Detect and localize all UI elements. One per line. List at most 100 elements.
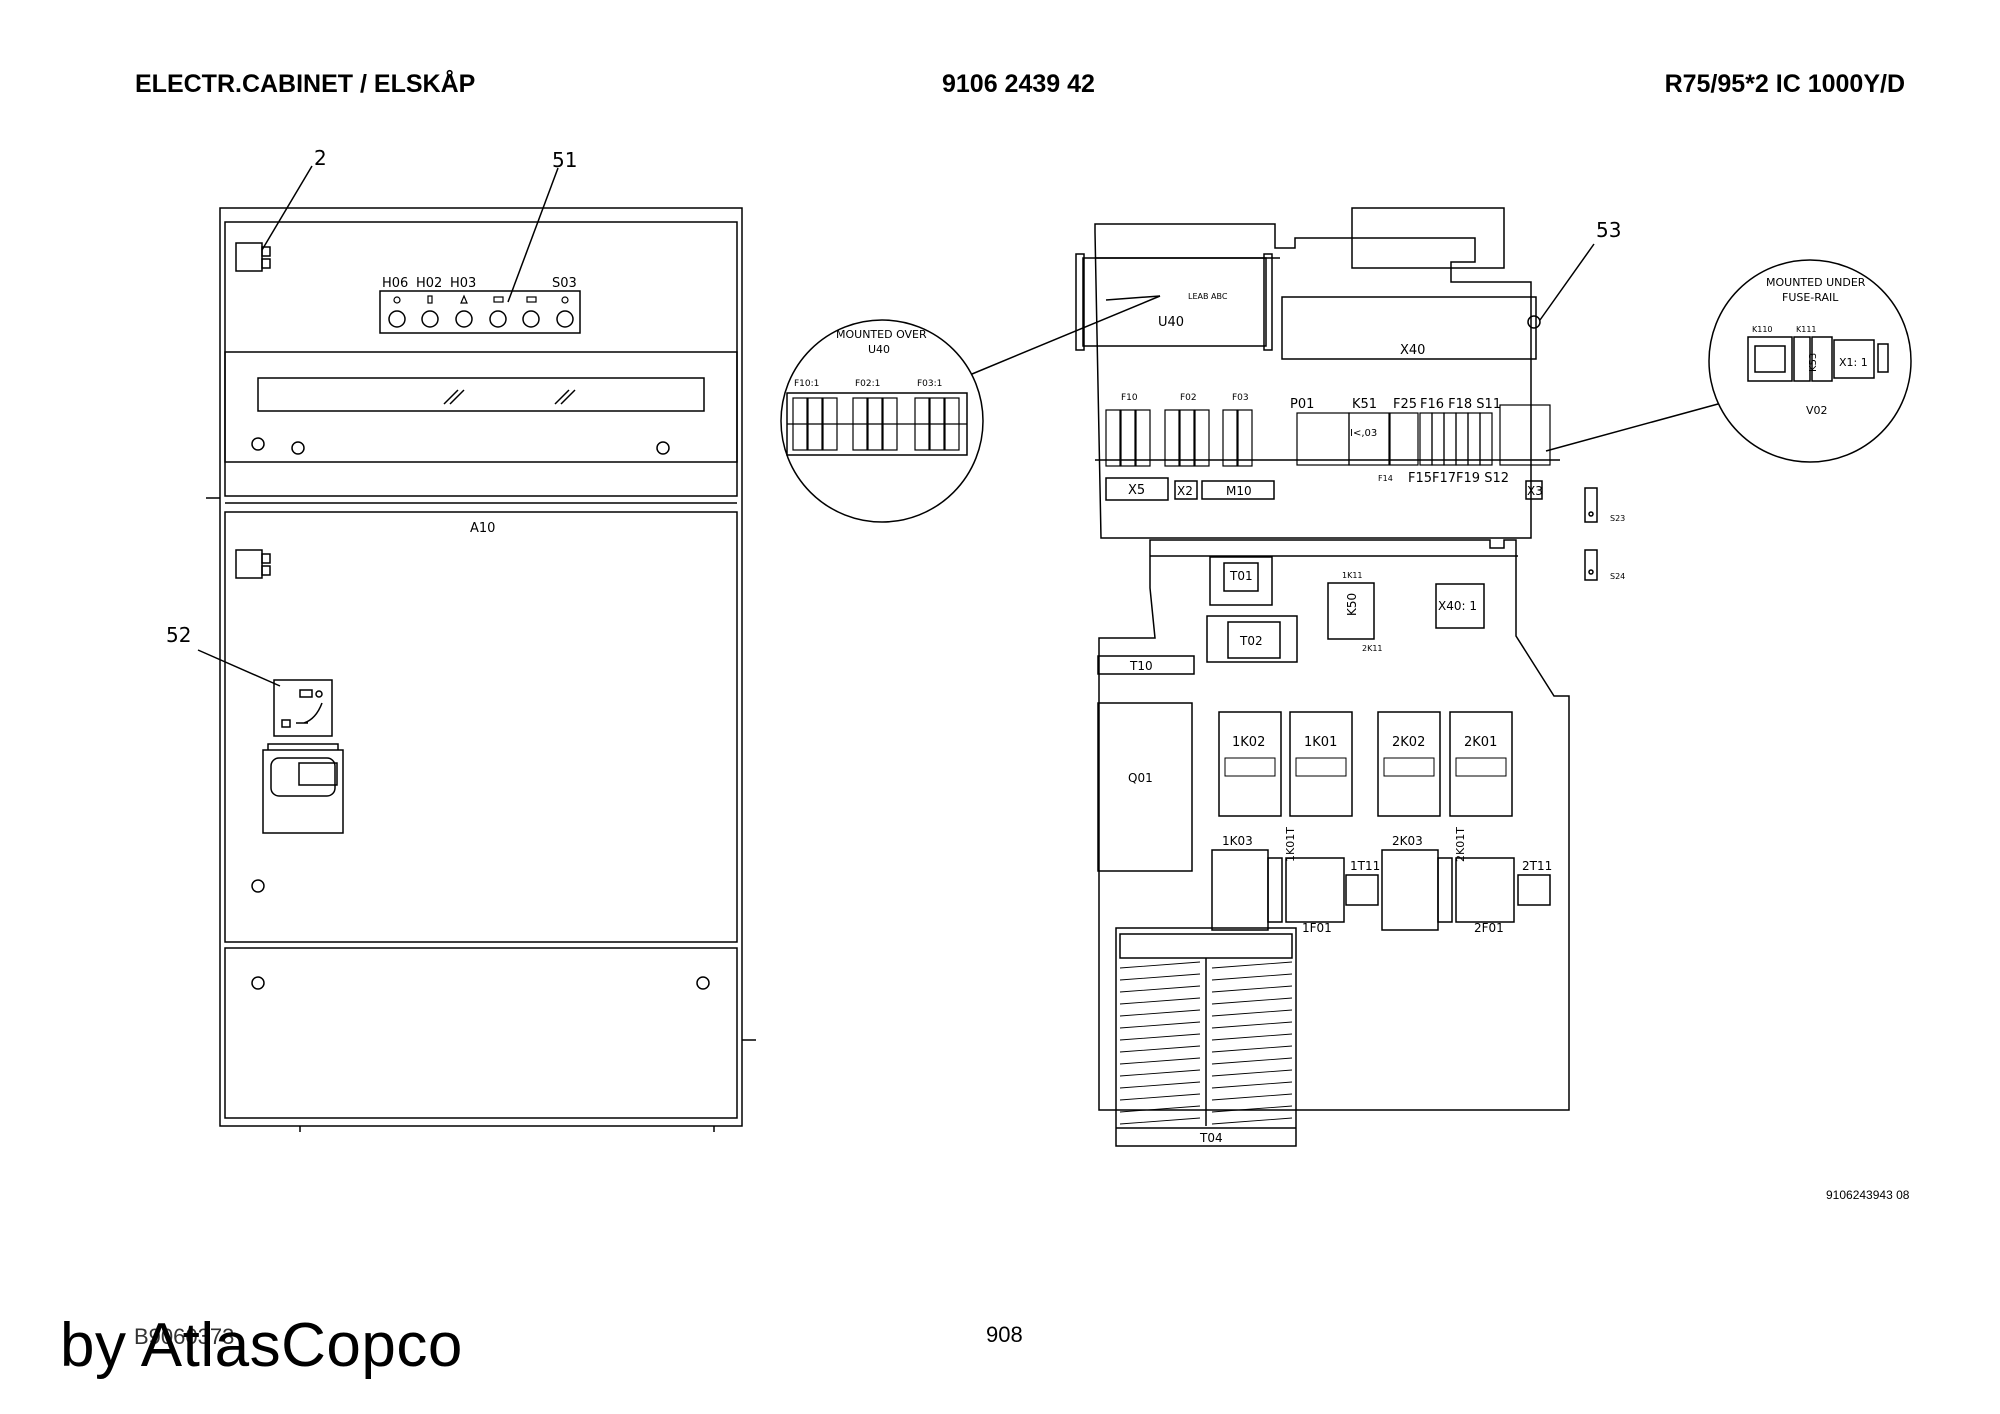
t02-label: T02 — [1239, 634, 1263, 648]
overload-2f01 — [1455, 857, 1515, 923]
bottom-panel-mounting-plate — [1097, 539, 1570, 1147]
detail-right-title2: FUSE-RAIL — [1782, 291, 1839, 304]
indicator-h03: H03 — [450, 276, 476, 291]
t04-label: T04 — [1199, 1131, 1223, 1145]
u40-label: U40 — [1158, 315, 1184, 330]
u40-unit — [1082, 257, 1267, 347]
k50-relays — [1327, 582, 1375, 640]
t02-transformer — [1206, 615, 1298, 663]
indicator-strip — [379, 290, 581, 334]
s24-label: S24 — [1610, 572, 1625, 581]
terminal-block — [1499, 404, 1551, 466]
callout-52: 52 — [166, 623, 191, 647]
t01-label: T01 — [1229, 569, 1253, 583]
display-window — [257, 377, 705, 412]
callout-53-target — [1527, 315, 1541, 329]
k51-value: I<,03 — [1350, 428, 1377, 439]
contactor-1k02 — [1218, 711, 1282, 817]
2k11-label: 2K11 — [1362, 644, 1383, 653]
t10-terminal — [1097, 655, 1195, 675]
fuse-f03-label: F03 — [1232, 393, 1249, 403]
x40-label: X40 — [1400, 343, 1425, 358]
detail-right-k53: K53 — [1808, 353, 1819, 372]
x3-label: X3 — [1527, 484, 1543, 498]
detail-mounted-under-fuse-rail — [1708, 259, 1912, 463]
t01-transformer — [1209, 556, 1273, 606]
detail-right-x1: X1: 1 — [1839, 356, 1868, 369]
x2-label: X2 — [1177, 484, 1193, 498]
detail-right-v02: V02 — [1806, 404, 1828, 417]
selector-52 — [273, 679, 333, 737]
header-part-number: 9106 2439 42 — [942, 70, 1095, 98]
f25-label: F25 — [1393, 397, 1417, 412]
detail-right-k110: K110 — [1752, 325, 1773, 334]
contactor-2k02 — [1377, 711, 1441, 817]
k51-relay — [1348, 412, 1390, 466]
detail-left-title1: MOUNTED OVER — [836, 328, 927, 341]
2f01-label: 2F01 — [1474, 921, 1504, 935]
fuse-f02-label: F02 — [1180, 393, 1197, 403]
latch-top — [235, 242, 263, 272]
f16-f18-s11-label: F16 F18 S11 — [1420, 397, 1501, 412]
indicator-h02: H02 — [416, 276, 442, 291]
callout-53: 53 — [1596, 218, 1621, 242]
2k01t-label: 2K01T — [1454, 827, 1467, 862]
1k01t-label: 1K01T — [1284, 827, 1297, 862]
contactor-2k03 — [1381, 849, 1439, 931]
q01-label: Q01 — [1128, 771, 1153, 785]
footer-code: B9060373 — [134, 1324, 235, 1349]
fuse-f10-label: F10 — [1121, 393, 1138, 403]
detail-left-title2: U40 — [868, 343, 890, 356]
top-panel-fuse-rail — [1075, 207, 1719, 581]
overload-1f01 — [1285, 857, 1345, 923]
s23-label: S23 — [1610, 514, 1625, 523]
detail-right-title1: MOUNTED UNDER — [1766, 276, 1866, 289]
contactor-2k01 — [1449, 711, 1513, 817]
page-number: 908 — [986, 1322, 1023, 1347]
t04-heat-exchanger — [1115, 927, 1297, 1147]
header-left-title: ELECTR.CABINET / ELSKÅP — [135, 70, 476, 98]
timer-2t11 — [1517, 874, 1551, 906]
indicator-h06: H06 — [382, 276, 408, 291]
detail-left-f10: F10:1 — [794, 379, 819, 389]
1f01-label: 1F01 — [1302, 921, 1332, 935]
detail-right-k111: K111 — [1796, 325, 1817, 334]
indicator-s03: S03 — [552, 276, 577, 291]
2k03-label: 2K03 — [1392, 834, 1423, 848]
callout-2: 2 — [314, 146, 327, 170]
detail-left-f03: F03:1 — [917, 379, 942, 389]
contactor-1k03 — [1211, 849, 1269, 931]
detail-mounted-over-u40 — [780, 295, 1161, 523]
q01-breaker — [1097, 702, 1193, 872]
drawing-number: 9106243943 08 — [1826, 1188, 1910, 1202]
k51-label: K51 — [1352, 397, 1377, 412]
timer-1t11 — [1345, 874, 1379, 906]
section-a10: A10 — [470, 521, 495, 536]
contactor-2k01-label: 2K01 — [1464, 735, 1497, 750]
u40-sublabel: LEAB ABC — [1188, 292, 1228, 301]
t10-label: T10 — [1129, 659, 1153, 673]
detail-left-f02: F02:1 — [855, 379, 880, 389]
left-cabinet-front — [197, 165, 756, 1132]
f15-f17-f19-s12-label: F15F17F19 S12 — [1408, 471, 1509, 486]
2t11-label: 2T11 — [1522, 859, 1552, 873]
p01-meter — [1296, 412, 1350, 466]
x40-1-label: X40: 1 — [1438, 599, 1477, 613]
x40-1-block — [1435, 583, 1485, 629]
1t11-label: 1T11 — [1350, 859, 1380, 873]
brand-watermark: by AtlasCopco — [60, 1311, 463, 1380]
contactor-1k02-label: 1K02 — [1232, 735, 1265, 750]
f14-label: F14 — [1378, 474, 1393, 483]
latch-mid — [235, 549, 263, 579]
1k03-label: 1K03 — [1222, 834, 1253, 848]
m10-label: M10 — [1226, 484, 1252, 498]
callout-51: 51 — [552, 148, 577, 172]
contactor-1k01 — [1289, 711, 1353, 817]
contactor-1k01-label: 1K01 — [1304, 735, 1337, 750]
p01-label: P01 — [1290, 397, 1314, 412]
header-model: R75/95*2 IC 1000Y/D — [1664, 70, 1905, 98]
x5-label: X5 — [1128, 483, 1145, 498]
contactor-2k02-label: 2K02 — [1392, 735, 1425, 750]
1k11-label: 1K11 — [1342, 571, 1363, 580]
